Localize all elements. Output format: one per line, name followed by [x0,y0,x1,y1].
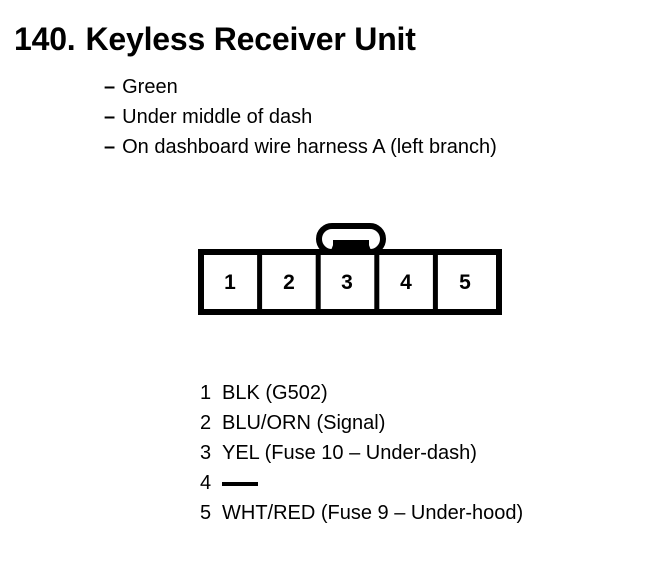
dash-marker: – [104,76,116,98]
pin-legend-row: 2 BLU/ORN (Signal) [200,408,660,438]
pin-description: WHT/RED (Fuse 9 – Under-hood) [222,502,524,524]
list-item-label: On dashboard wire harness A (left branch… [122,136,497,158]
list-item-label: Green [122,76,178,98]
connector-cell-1: 1 [224,271,236,294]
pin-number: 1 [200,382,212,404]
pin-legend: 1 BLK (G502) 2 BLU/ORN (Signal) 3 YEL (F… [200,378,660,528]
page-title-number: 140. [14,21,76,57]
dash-marker: – [104,136,116,158]
connector-cell-dividers [257,255,438,309]
list-item-label: Under middle of dash [122,106,313,128]
pin-legend-row: 3 YEL (Fuse 10 – Under-dash) [200,438,660,468]
pin-number: 5 [200,502,212,524]
connector-cell-4: 4 [400,271,412,294]
connector-cell-5: 5 [459,271,471,294]
list-item: – On dashboard wire harness A (left bran… [104,132,644,162]
pin-description: BLK (G502) [222,382,328,404]
connector-cell-2: 2 [283,271,295,294]
page-title: 140.Keyless Receiver Unit [14,20,416,58]
pin-legend-row: 5 WHT/RED (Fuse 9 – Under-hood) [200,498,660,528]
connector-diagram: 1 2 3 4 5 [195,220,515,320]
list-item: – Under middle of dash [104,102,644,132]
pin-description: YEL (Fuse 10 – Under-dash) [222,442,477,464]
pin-number: 4 [200,472,212,494]
pin-legend-row: 1 BLK (G502) [200,378,660,408]
attribute-list: – Green – Under middle of dash – On dash… [104,72,644,162]
pin-number: 3 [200,442,212,464]
page-title-text: Keyless Receiver Unit [85,21,416,57]
pin-description: BLU/ORN (Signal) [222,412,386,434]
list-item: – Green [104,72,644,102]
pin-description-empty [222,482,258,486]
pin-number: 2 [200,412,212,434]
pin-legend-row: 4 [200,468,660,498]
connector-cell-3: 3 [341,271,353,294]
connector-body [198,249,502,315]
dash-marker: – [104,106,116,128]
